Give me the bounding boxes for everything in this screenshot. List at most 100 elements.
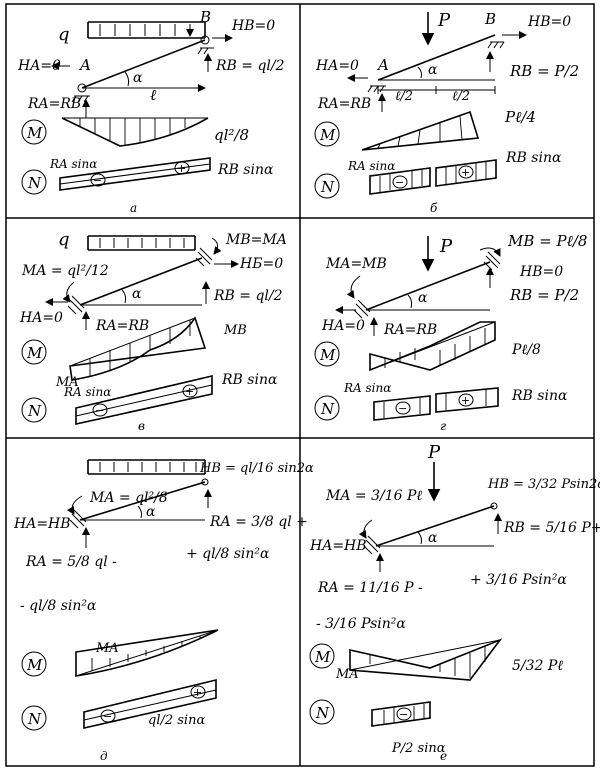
reaction-ra: RA=RB bbox=[317, 96, 371, 112]
svg-text:+: + bbox=[461, 394, 470, 407]
moment-diagram-marker bbox=[21, 651, 47, 677]
svg-text:N: N bbox=[27, 402, 42, 420]
caption-e: д bbox=[100, 749, 108, 763]
load-label-p: P bbox=[427, 442, 441, 463]
reaction-hb: HB=0 bbox=[231, 18, 275, 34]
normal-diagram-marker bbox=[21, 397, 47, 423]
angle-alpha: α bbox=[428, 62, 438, 78]
reaction-ha: HA=0 bbox=[17, 58, 61, 74]
inclined-beam bbox=[79, 257, 203, 306]
reaction-hb: HB = ql/16 sin2α bbox=[199, 461, 314, 476]
moment-value-d: Pℓ/8 bbox=[511, 342, 541, 358]
moment-value-f: 5/32 Pℓ bbox=[512, 658, 563, 674]
normal-diagram-b-left bbox=[369, 167, 431, 195]
panel-d: P α MA=MB MB = Pℓ/8 HB=0 RB = P/2 HA=0 R… bbox=[314, 232, 587, 433]
moment-a-reaction: MA = ql²/8 bbox=[89, 490, 168, 506]
reaction-rb: RB = P/2 bbox=[509, 286, 579, 304]
svg-text:M: M bbox=[319, 346, 336, 364]
moment-a-reaction: MA = ql²/12 bbox=[21, 263, 109, 279]
moment-a-label: MA bbox=[55, 375, 79, 390]
caption-f: е bbox=[440, 749, 447, 763]
moment-diagram-marker bbox=[21, 339, 47, 365]
panel-b: P A B α ℓ/2 ℓ/2 HA=0 HB=0 RB = P/2 RA=RB… bbox=[314, 10, 579, 215]
moment-a-label: MA bbox=[95, 641, 119, 656]
reaction-ra-line2: - 3/16 Psin²α bbox=[316, 616, 406, 632]
moment-diagram-d bbox=[369, 321, 496, 372]
reaction-ha: HA=0 bbox=[315, 58, 359, 74]
normal-diagram-b-right bbox=[435, 159, 497, 187]
svg-text:M: M bbox=[319, 126, 336, 144]
moment-diagram-marker bbox=[309, 643, 335, 669]
normal-left-label: RA sinα bbox=[347, 159, 395, 173]
reaction-rb-line2: + ql/8 sin²α bbox=[186, 546, 270, 562]
angle-alpha: α bbox=[133, 70, 143, 86]
normal-right-label: RB sinα bbox=[221, 372, 278, 388]
angle-alpha: α bbox=[428, 530, 438, 546]
svg-text:+: + bbox=[461, 166, 470, 179]
moment-diagram-marker bbox=[21, 119, 47, 145]
svg-text:M: M bbox=[26, 344, 43, 362]
panel-f: P α MA = 3/16 Pℓ HB = 3/32 Psin2α HA=HB … bbox=[309, 442, 600, 763]
normal-diagram-marker bbox=[309, 699, 335, 725]
normal-right-label: RB sinα bbox=[505, 150, 562, 166]
svg-text:−: − bbox=[95, 404, 104, 417]
angle-alpha: α bbox=[418, 290, 428, 306]
moment-a-reaction: MA=MB bbox=[325, 256, 387, 272]
reaction-hb: HB = 3/32 Psin2α bbox=[487, 477, 600, 492]
moment-diagram-a bbox=[61, 117, 209, 147]
reaction-hb: HБ=0 bbox=[239, 256, 283, 272]
distributed-load bbox=[87, 21, 206, 38]
reaction-rb: RB = P/2 bbox=[509, 62, 579, 80]
normal-value-e: ql/2 sinα bbox=[148, 713, 205, 728]
point-b: B bbox=[199, 8, 211, 26]
svg-text:N: N bbox=[320, 178, 335, 196]
inclined-beam bbox=[81, 39, 206, 89]
inclined-beam bbox=[375, 505, 495, 547]
svg-text:M: M bbox=[26, 656, 43, 674]
point-b: B bbox=[484, 10, 496, 28]
svg-text:N: N bbox=[315, 704, 330, 722]
normal-diagram-marker bbox=[314, 395, 340, 421]
span-label: ℓ bbox=[150, 86, 156, 104]
normal-right-label: RB sinα bbox=[511, 388, 568, 404]
reaction-ha: HA=HB bbox=[309, 538, 367, 554]
normal-diagram-f bbox=[371, 701, 431, 727]
moment-diagram-f bbox=[349, 638, 503, 681]
normal-left-label: RA sinα bbox=[63, 385, 111, 399]
reaction-hb: HB=0 bbox=[519, 264, 563, 280]
frame-grid bbox=[5, 3, 595, 767]
panel-c: q α MA = ql²/12 MB=MA HБ=0 HA=0 RA=RB RB… bbox=[19, 229, 287, 433]
inclined-beam bbox=[365, 261, 491, 311]
normal-diagram-a bbox=[59, 157, 211, 191]
normal-diagram-e bbox=[83, 678, 217, 730]
point-a: A bbox=[78, 56, 91, 74]
svg-text:+: + bbox=[177, 162, 186, 175]
reaction-ra-line2: - ql/8 sin²α bbox=[20, 598, 97, 614]
reaction-rb-line1: RA = 3/8 ql + bbox=[209, 514, 308, 530]
reaction-ra-line1: RA = 11/16 P - bbox=[317, 580, 423, 596]
half-span-left: ℓ/2 bbox=[395, 89, 413, 104]
reaction-rb-line1: RB = 5/16 P+ bbox=[503, 520, 600, 536]
normal-diagram-c bbox=[75, 374, 213, 425]
normal-diagram-d-right bbox=[435, 387, 499, 413]
moment-b-label: MB bbox=[223, 323, 247, 338]
reaction-ha: HA=0 bbox=[321, 318, 365, 334]
moment-diagram-b bbox=[361, 110, 480, 151]
inclined-beam bbox=[377, 34, 496, 81]
angle-alpha: α bbox=[132, 286, 142, 302]
reaction-rb-line2: + 3/16 Psin²α bbox=[470, 572, 567, 588]
load-label-p: P bbox=[439, 236, 453, 257]
svg-text:+: + bbox=[185, 385, 194, 398]
svg-text:−: − bbox=[398, 402, 407, 415]
normal-left-label: RA sinα bbox=[49, 157, 97, 171]
reaction-ra: RA=RB bbox=[27, 96, 81, 112]
reaction-hb: HB=0 bbox=[527, 14, 571, 30]
moment-diagram-e bbox=[75, 629, 219, 677]
normal-diagram-marker bbox=[314, 173, 340, 199]
half-span-right: ℓ/2 bbox=[452, 89, 470, 104]
caption-b: б bbox=[430, 201, 438, 215]
svg-text:−: − bbox=[399, 708, 408, 721]
reaction-rb: RB = ql/2 bbox=[213, 288, 283, 304]
caption-c: в bbox=[138, 419, 145, 433]
